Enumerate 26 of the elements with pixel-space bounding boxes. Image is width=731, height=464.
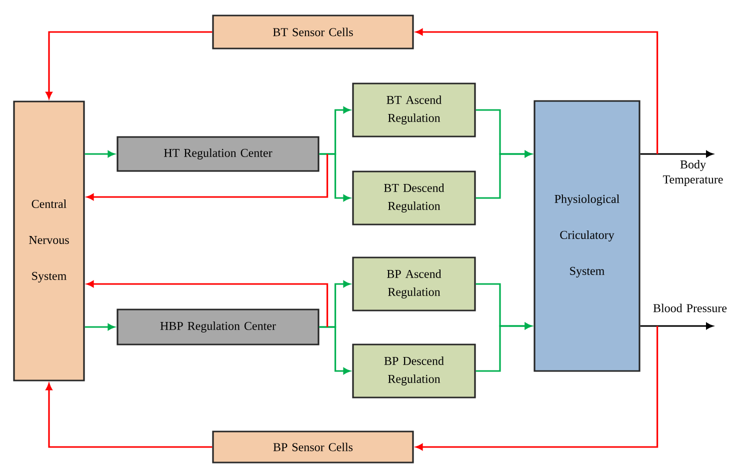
edge-label: Blood Pressure: [650, 302, 730, 314]
process-box: HBP Regulation Center: [116, 308, 320, 346]
system-box: Central Nervous System: [13, 100, 85, 382]
arrow: [319, 153, 350, 202]
arrow: [319, 326, 350, 374]
arrow: [640, 150, 713, 158]
edge-label: Body Temperature: [653, 159, 731, 187]
process-box: BP Ascend Regulation: [352, 256, 476, 312]
arrow: [416, 28, 658, 154]
arrow: [416, 326, 658, 450]
arrow: [46, 31, 212, 99]
arrow: [476, 322, 532, 372]
system-box: Physiological Criculatory System: [534, 100, 640, 372]
arrow: [84, 150, 115, 158]
arrow: [86, 280, 328, 327]
process-box: BT Descend Regulation: [352, 170, 476, 226]
arrow: [84, 324, 115, 330]
arrow: [640, 322, 713, 330]
sensor-box: BP Sensor Cells: [212, 430, 414, 464]
arrow: [86, 154, 328, 200]
arrow: [46, 383, 212, 448]
process-box: HT Regulation Center: [116, 136, 320, 172]
sensor-box: BT Sensor Cells: [212, 14, 414, 50]
process-box: BP Descend Regulation: [352, 344, 476, 398]
arrow: [476, 150, 532, 199]
process-box: BT Ascend Regulation: [352, 82, 476, 138]
